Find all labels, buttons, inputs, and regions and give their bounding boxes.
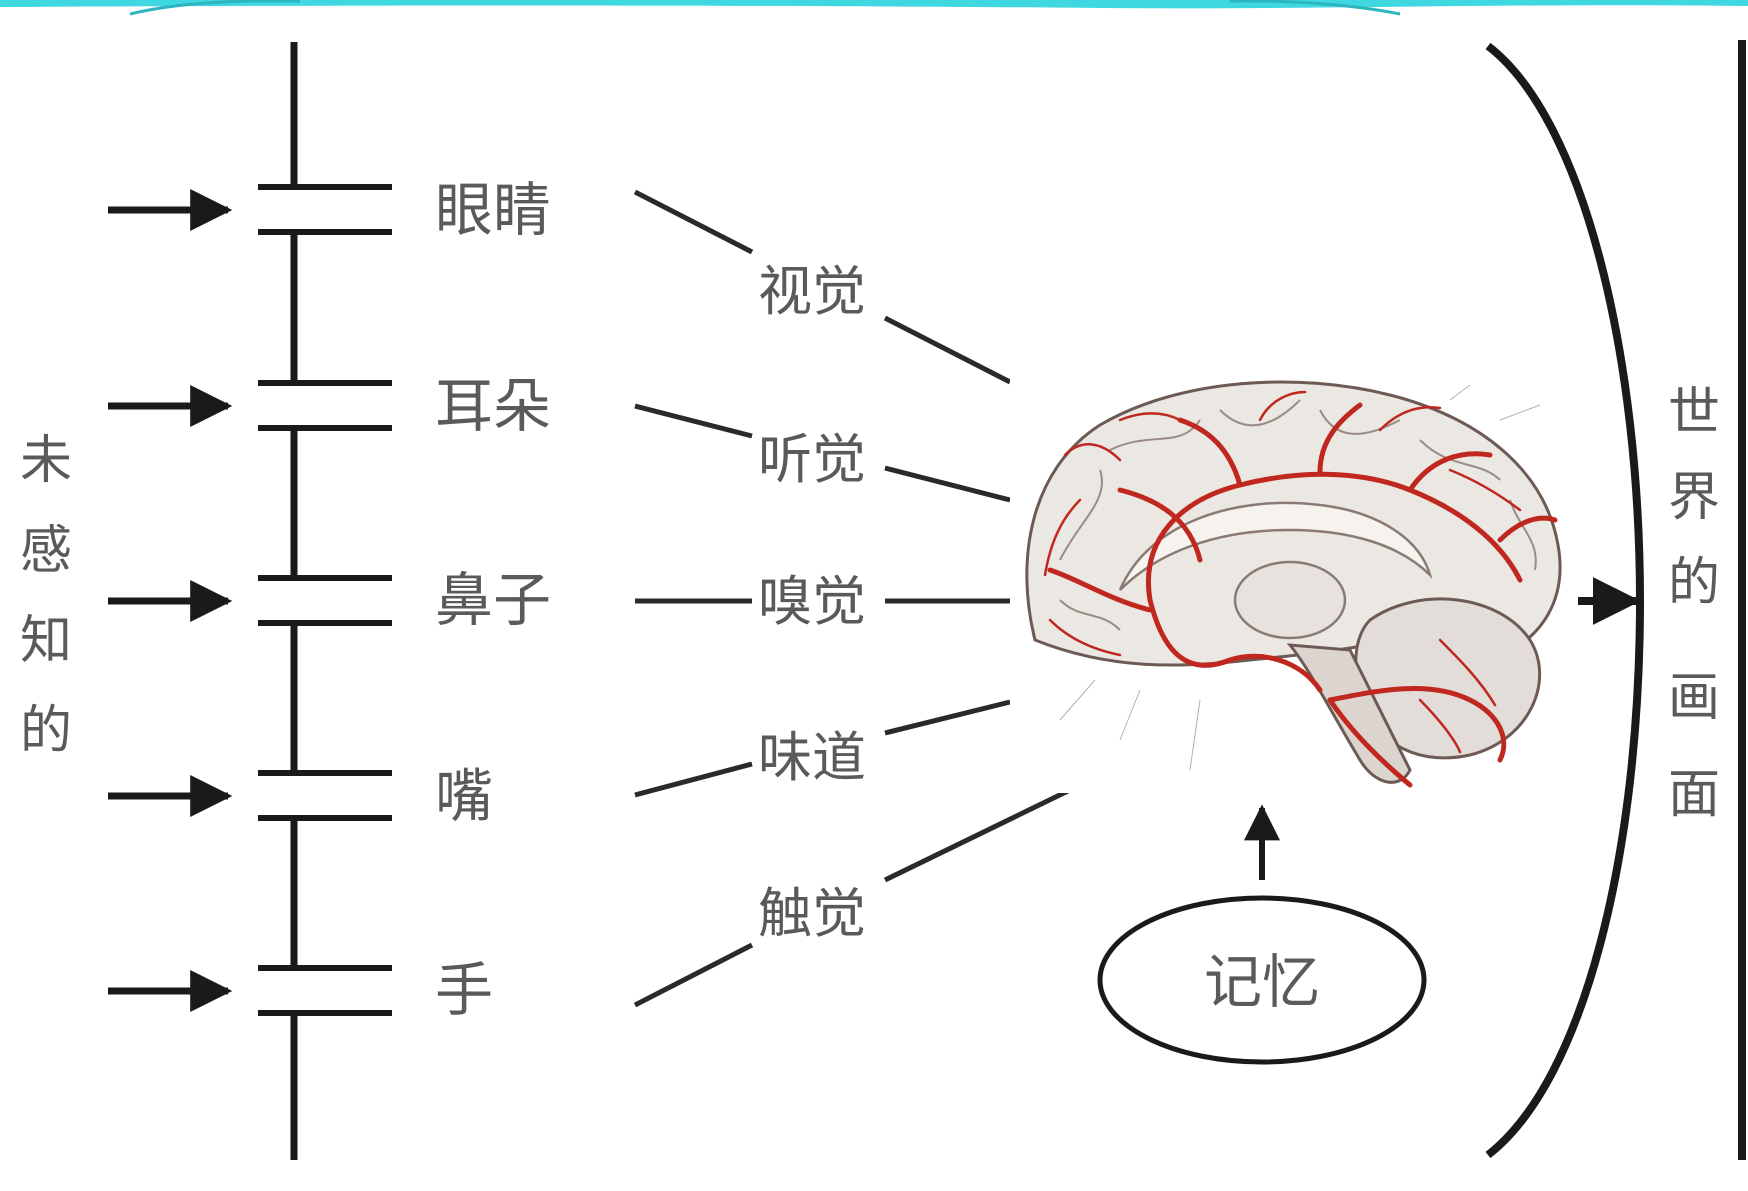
left-vertical-label: 未 感 知 的 (20, 431, 72, 761)
organ-label-ear: 耳朵 (435, 372, 551, 440)
right-label-char: 界 (1668, 468, 1720, 528)
right-label-char: 画 (1668, 668, 1720, 728)
organ-label-eye: 眼睛 (435, 176, 551, 244)
gate-nose (258, 578, 392, 623)
gate-eye (258, 187, 392, 232)
organ-labels: 眼睛 耳朵 鼻子 嘴 手 (435, 176, 551, 1024)
gate-ear (258, 383, 392, 428)
sense-label-smell: 嗅觉 (758, 570, 866, 633)
right-label-char: 面 (1668, 765, 1720, 825)
sense-label-vision: 视觉 (758, 260, 866, 323)
left-label-char: 感 (20, 521, 72, 581)
sense-label-touch: 触觉 (758, 882, 866, 945)
organ-label-mouth: 嘴 (435, 762, 493, 830)
sense-labels: 视觉 听觉 嗅觉 味道 触觉 (758, 260, 866, 945)
memory-label: 记忆 (1204, 948, 1320, 1016)
memory-node: 记忆 (1100, 808, 1424, 1062)
top-banner (0, 0, 1748, 14)
right-label-char: 的 (1668, 553, 1720, 613)
brain-illustration (1010, 375, 1565, 793)
left-label-char: 知 (20, 611, 72, 671)
gate-mouth (258, 773, 392, 818)
left-label-char: 未 (20, 431, 72, 491)
organ-label-hand: 手 (435, 956, 493, 1024)
sense-label-hearing: 听觉 (758, 428, 866, 491)
sense-label-taste: 味道 (758, 726, 866, 789)
right-vertical-label: 世 界 的 画 面 (1668, 383, 1720, 825)
right-label-char: 世 (1668, 383, 1720, 443)
gate-hand (258, 968, 392, 1013)
incoming-arrows (108, 210, 228, 991)
gates (258, 187, 392, 1013)
organ-label-nose: 鼻子 (435, 566, 551, 634)
left-label-char: 的 (20, 701, 72, 761)
